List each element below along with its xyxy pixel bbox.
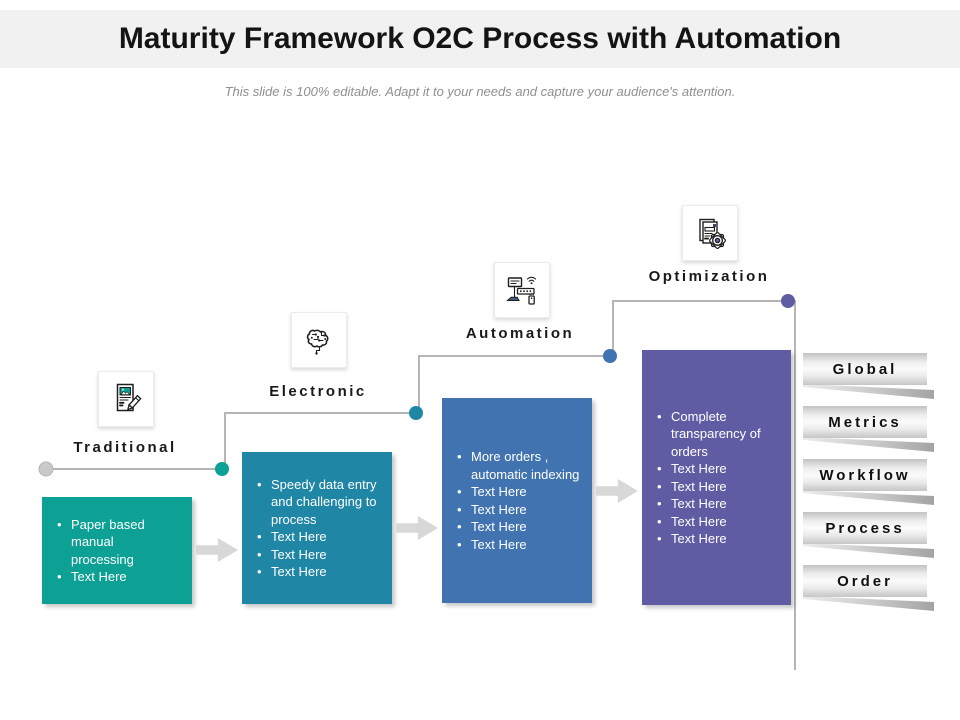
circuit-brain-icon — [306, 329, 329, 355]
optimization-dot — [781, 294, 795, 308]
bullet-item: Text Here — [56, 568, 180, 586]
bullet-item: Text Here — [256, 563, 380, 581]
title-band: Maturity Framework O2C Process with Auto… — [0, 10, 960, 68]
bullet-item: Text Here — [456, 501, 580, 519]
bullet-item: Text Here — [456, 536, 580, 554]
automation-dot — [603, 349, 617, 363]
subtitle: This slide is 100% editable. Adapt it to… — [224, 84, 736, 99]
ribbon-order: Order — [803, 565, 927, 597]
automation-box: More orders , automatic indexing Text He… — [442, 398, 592, 603]
optimization-box: Complete transparency of orders Text Her… — [642, 350, 791, 605]
document-edit-icon — [116, 383, 142, 412]
start-dot — [38, 461, 54, 477]
bullet-item: More orders , automatic indexing — [456, 448, 580, 483]
bullet-item: Text Here — [656, 530, 779, 548]
document-gear-icon — [699, 218, 726, 249]
bullet-item: Text Here — [656, 478, 779, 496]
electronic-box: Speedy data entry and challenging to pro… — [242, 452, 392, 604]
ribbon-metrics: Metrics — [803, 406, 927, 438]
traditional-dot — [215, 462, 229, 476]
stage-label-traditional: Traditional — [73, 439, 177, 456]
bullet-item: Text Here — [256, 528, 380, 546]
stage-label-optimization: Optimization — [648, 268, 770, 285]
ribbon-workflow: Workflow — [803, 459, 927, 491]
automation-bullets: More orders , automatic indexing Text He… — [456, 448, 580, 553]
bullet-item: Paper based manual processing — [56, 516, 180, 569]
stage-label-automation: Automation — [465, 325, 575, 342]
connector-line — [46, 300, 796, 670]
ribbon-process: Process — [803, 512, 927, 544]
ribbon-label: Global — [832, 360, 898, 378]
ribbon-label: Metrics — [828, 413, 902, 431]
traditional-bullets: Paper based manual processing Text Here — [56, 516, 180, 586]
page-title: Maturity Framework O2C Process with Auto… — [118, 22, 842, 55]
bullet-item: Text Here — [456, 483, 580, 501]
electronic-icon-card — [291, 312, 347, 368]
electronic-bullets: Speedy data entry and challenging to pro… — [256, 476, 380, 581]
traditional-icon-card — [98, 371, 154, 427]
bullet-item: Text Here — [456, 518, 580, 536]
traditional-box: Paper based manual processing Text Here — [42, 497, 192, 604]
ribbon-label: Workflow — [819, 466, 911, 484]
robotic-machine-icon — [506, 276, 537, 305]
bullet-item: Speedy data entry and challenging to pro… — [256, 476, 380, 529]
stage-label-electronic: Electronic — [269, 383, 367, 400]
automation-icon-card — [494, 262, 550, 318]
bullet-item: Text Here — [656, 495, 779, 513]
electronic-dot — [409, 406, 423, 420]
optimization-icon-card — [682, 205, 738, 261]
ribbon-label: Order — [837, 572, 893, 590]
bullet-item: Text Here — [656, 513, 779, 531]
optimization-bullets: Complete transparency of orders Text Her… — [656, 408, 779, 548]
ribbon-label: Process — [825, 519, 905, 537]
bullet-item: Text Here — [656, 460, 779, 478]
ribbon-global: Global — [803, 353, 927, 385]
bullet-item: Text Here — [256, 546, 380, 564]
bullet-item: Complete transparency of orders — [656, 408, 779, 461]
